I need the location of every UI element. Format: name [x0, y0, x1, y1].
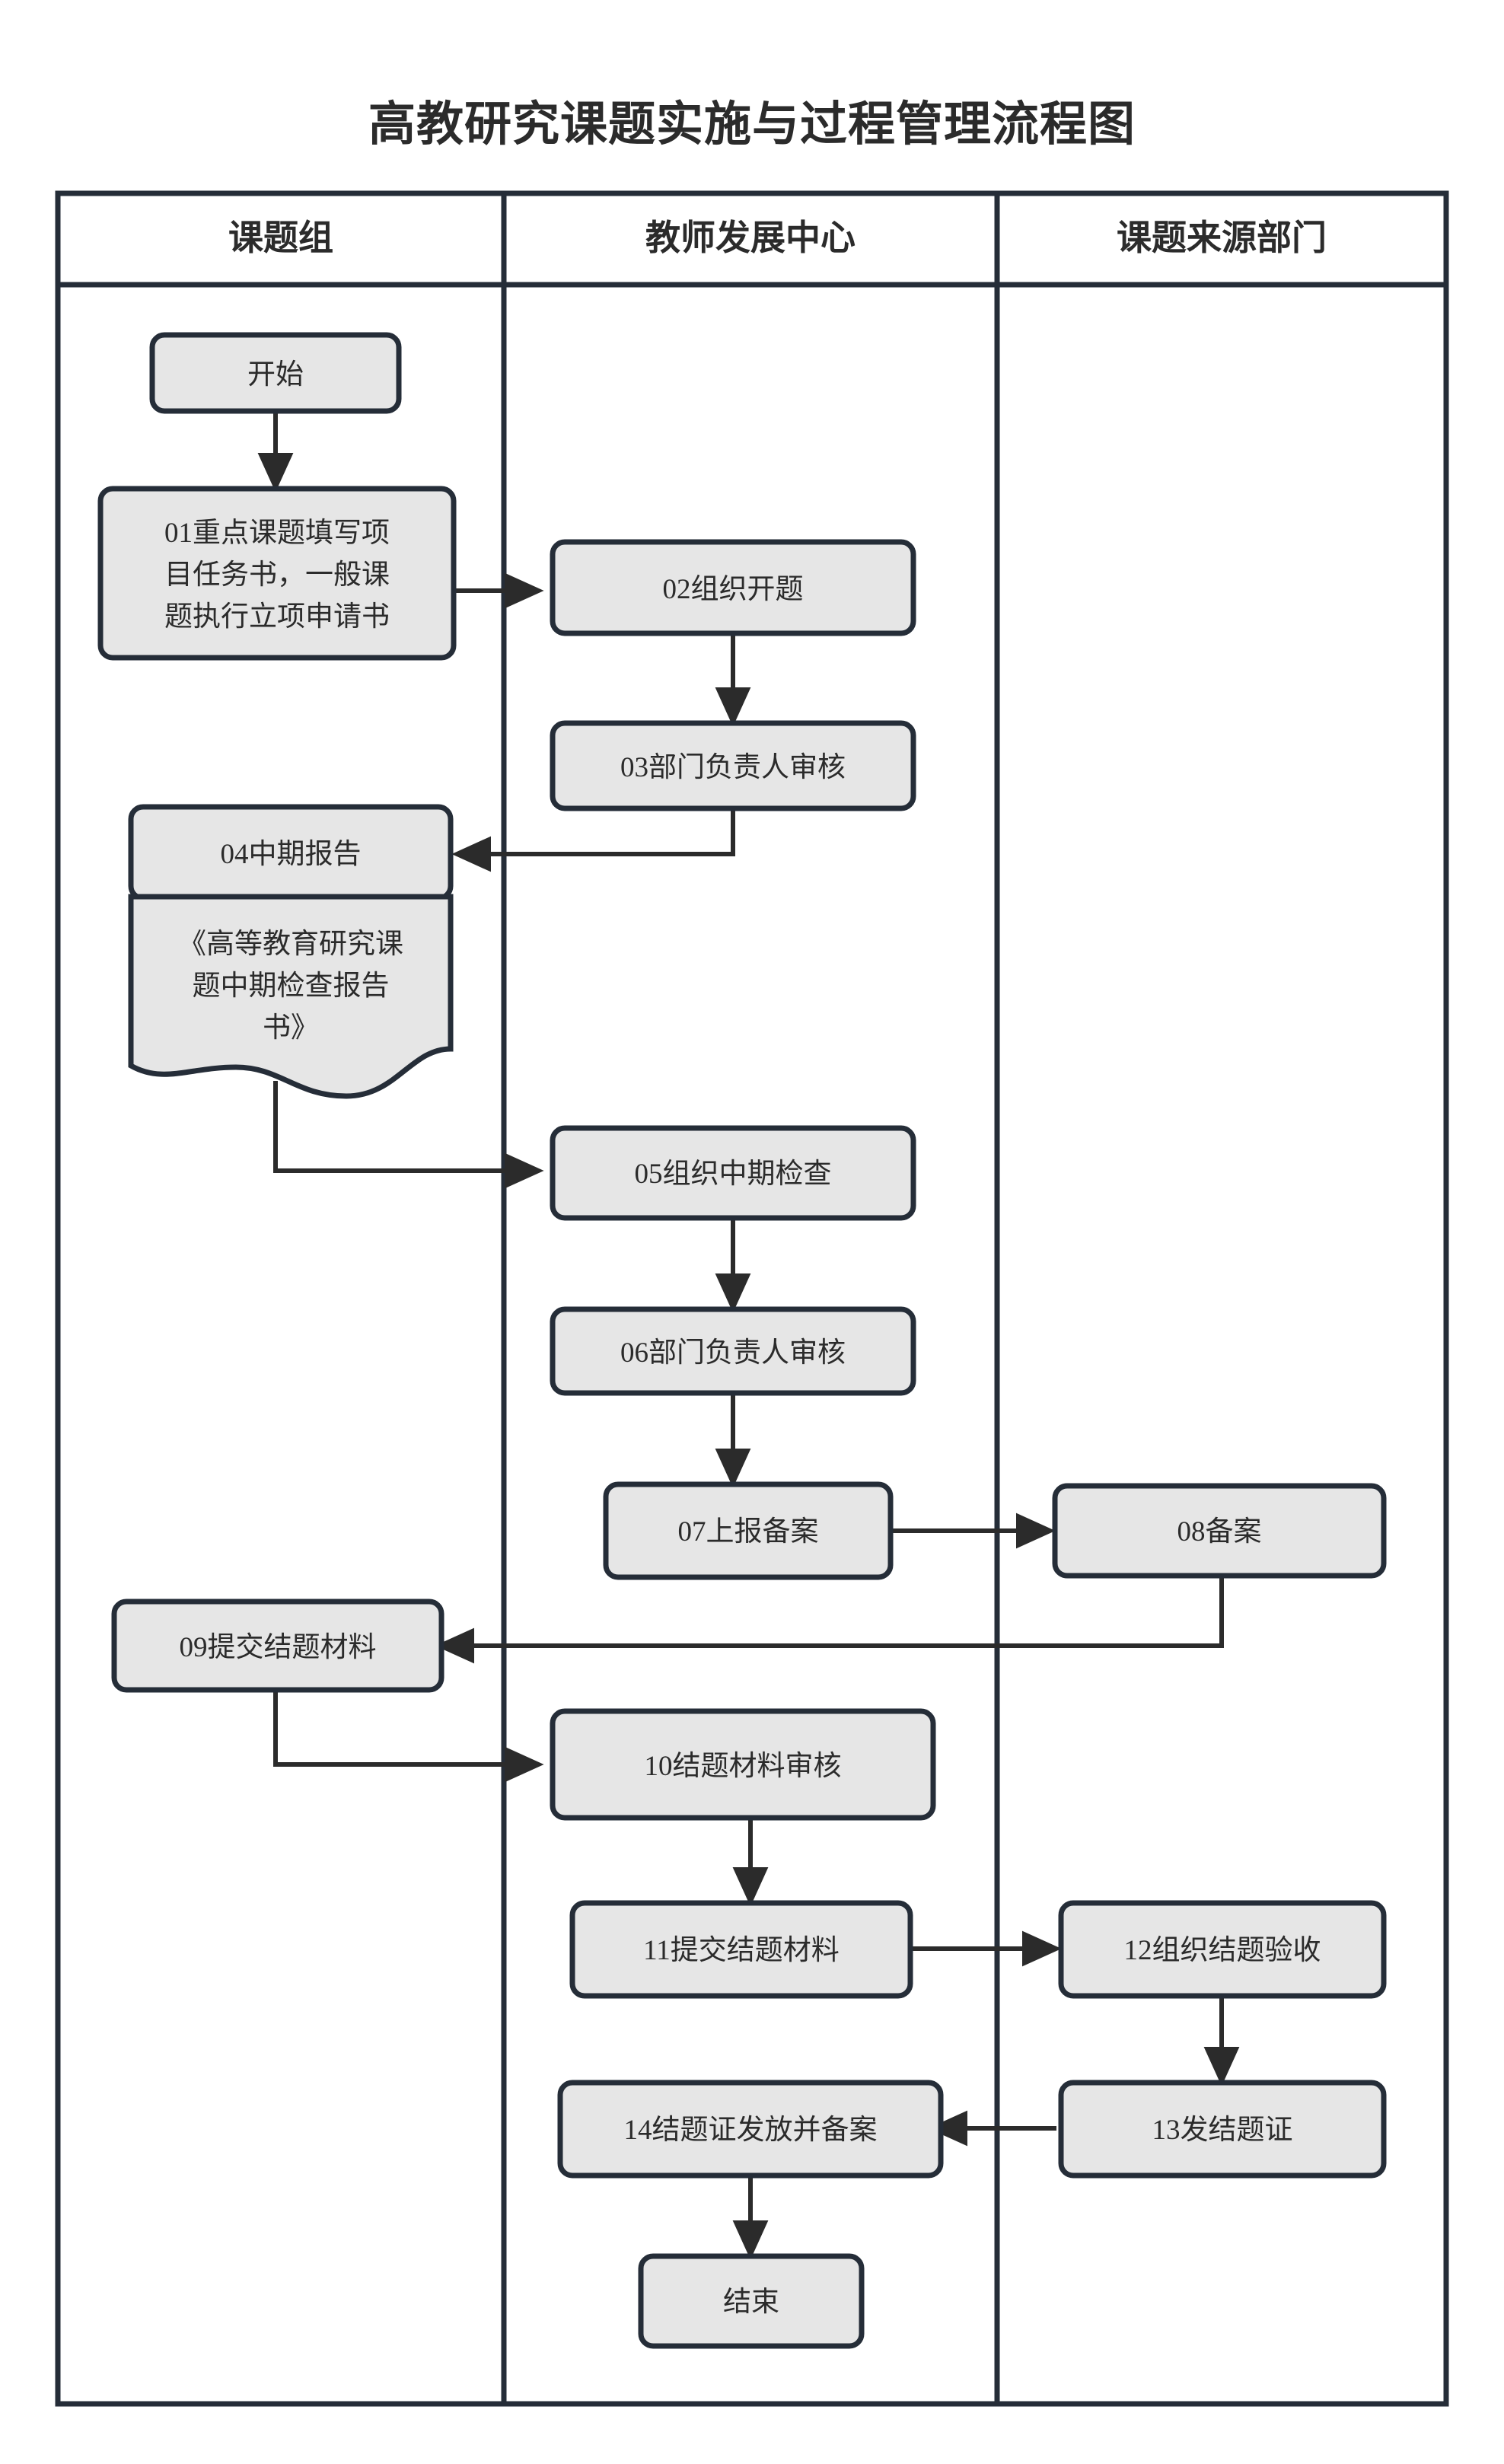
node-01-line-2: 题执行立项申请书 — [164, 601, 390, 633]
node-09-line-0: 09提交结题材料 — [180, 1631, 377, 1663]
node-13-line-0: 13发结题证 — [1152, 2114, 1293, 2146]
node-06[interactable]: 06部门负责人审核 — [550, 1306, 916, 1396]
node-04-doc-line-0: 《高等教育研究课 — [178, 928, 403, 960]
node-11[interactable]: 11提交结题材料 — [569, 1900, 913, 1999]
node-03[interactable]: 03部门负责人审核 — [550, 720, 916, 811]
node-07[interactable]: 07上报备案 — [603, 1481, 894, 1580]
node-04-doc-line-1: 题中期检查报告 — [193, 970, 390, 1002]
edge-08-09 — [435, 1575, 1224, 1664]
node-08-line-0: 08备案 — [1177, 1516, 1262, 1548]
node-end-line-0: 结束 — [723, 2286, 779, 2318]
node-10-line-0: 10结题材料审核 — [645, 1750, 842, 1782]
node-05[interactable]: 05组织中期检查 — [550, 1125, 916, 1221]
page-title: 高教研究课题实施与过程管理流程图 — [368, 98, 1136, 151]
node-start-line-0: 开始 — [247, 359, 304, 390]
node-09[interactable]: 09提交结题材料 — [111, 1599, 445, 1693]
node-start[interactable]: 开始 — [149, 332, 402, 414]
node-end[interactable]: 结束 — [638, 2253, 865, 2349]
node-02-line-0: 02组织开题 — [663, 574, 804, 605]
connectors — [257, 410, 1240, 2260]
node-03-line-0: 03部门负责人审核 — [620, 751, 846, 783]
node-10[interactable]: 10结题材料审核 — [550, 1708, 936, 1821]
node-14[interactable]: 14结题证发放并备案 — [557, 2080, 944, 2179]
node-08[interactable]: 08备案 — [1052, 1483, 1387, 1579]
node-12-line-0: 12组织结题验收 — [1124, 1934, 1321, 1966]
node-01-line-1: 目任务书，一般课 — [164, 559, 390, 591]
swimlane-frame — [55, 190, 1449, 2407]
node-04[interactable]: 04中期报告 — [128, 804, 454, 901]
edge-03-04 — [451, 808, 735, 872]
node-11-line-0: 11提交结题材料 — [643, 1934, 840, 1966]
node-13[interactable]: 13发结题证 — [1058, 2080, 1387, 2179]
node-02[interactable]: 02组织开题 — [550, 539, 916, 636]
node-04-doc-line-2: 书》 — [263, 1012, 319, 1044]
edge-09-10 — [273, 1691, 544, 1783]
node-14-line-0: 14结题证发放并备案 — [624, 2114, 878, 2146]
lane-header-source: 课题来源部门 — [1117, 218, 1327, 257]
node-12[interactable]: 12组织结题验收 — [1058, 1900, 1387, 1999]
node-06-line-0: 06部门负责人审核 — [620, 1337, 846, 1369]
lane-header-center: 教师发展中心 — [645, 218, 856, 257]
lane-header-group: 课题组 — [228, 218, 333, 257]
node-01[interactable]: 01重点课题填写项 目任务书，一般课 题执行立项申请书 — [97, 486, 457, 661]
node-05-line-0: 05组织中期检查 — [635, 1158, 832, 1190]
node-04-line-0: 04中期报告 — [221, 839, 362, 870]
edge-04-05 — [273, 1081, 544, 1189]
node-04-document[interactable]: 《高等教育研究课 题中期检查报告 书》 — [128, 894, 454, 1099]
node-07-line-0: 07上报备案 — [678, 1516, 819, 1548]
node-01-line-0: 01重点课题填写项 — [164, 518, 390, 549]
